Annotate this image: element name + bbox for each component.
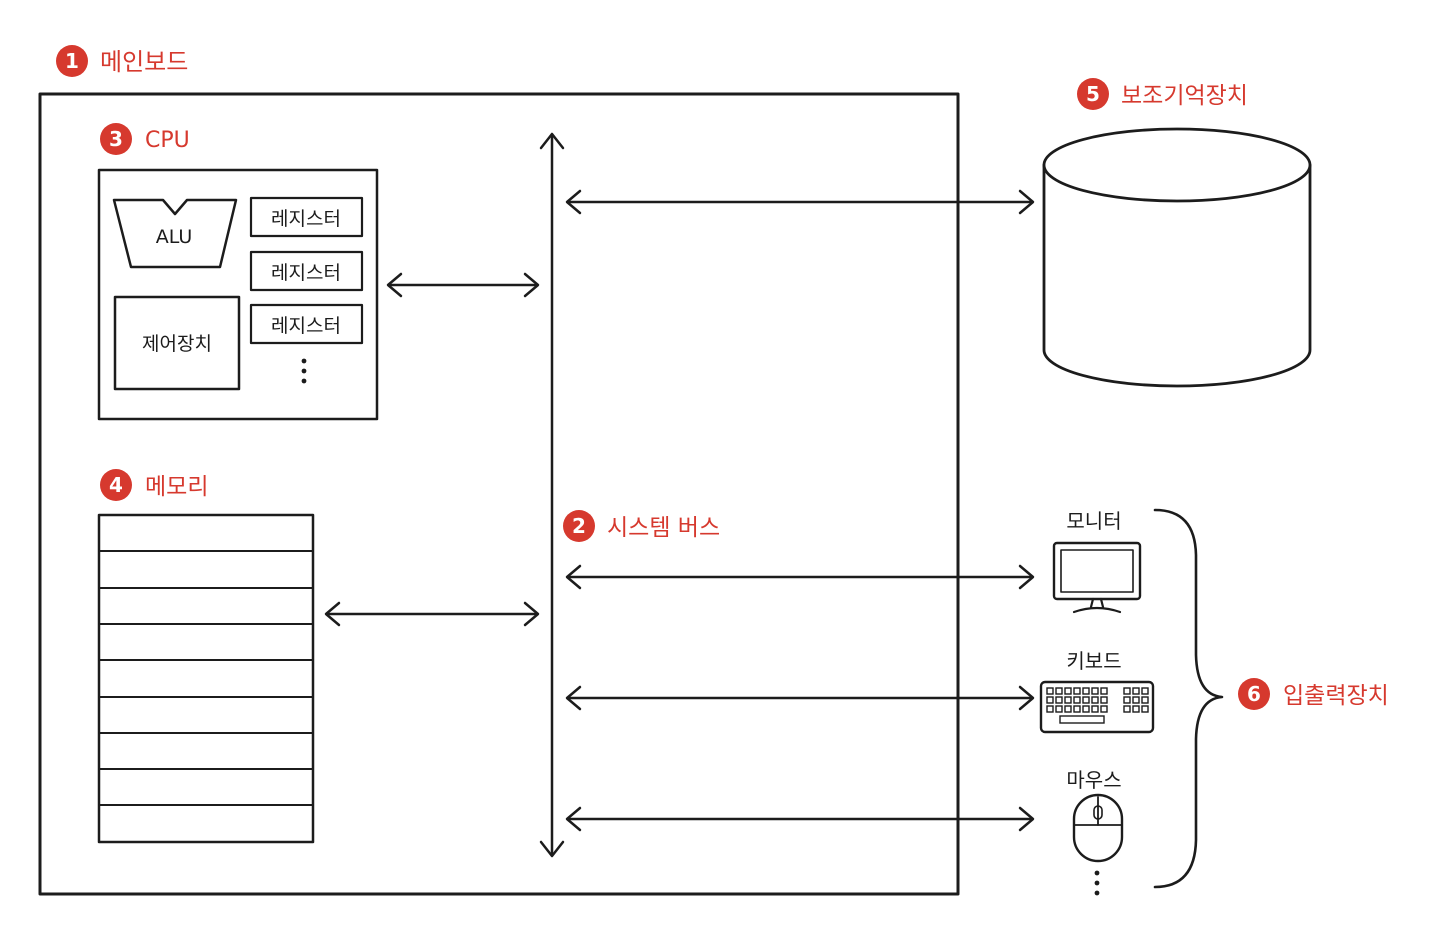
control-unit-label: 제어장치 [142, 333, 212, 355]
cpu-label: 3 CPU [100, 123, 190, 155]
bus-arrowhead-down [539, 840, 565, 858]
register-box [249, 250, 364, 292]
monitor-label: 모니터 [1066, 509, 1121, 533]
system-bus-number-badge [563, 510, 595, 542]
cpu-bus-arrow [386, 272, 540, 298]
mouse-device: 마우스 [1066, 768, 1124, 863]
more-devices-ellipsis [1094, 870, 1100, 896]
alu-shape [112, 198, 238, 269]
keyboard-icon [1039, 680, 1155, 734]
secondary-storage-number-badge [1077, 78, 1109, 110]
mouse-bus-arrow [565, 806, 1035, 832]
memory-number: 4 [109, 473, 123, 497]
keyboard-device: 키보드 [1039, 649, 1155, 734]
io-devices-title: 입출력장치 [1283, 683, 1389, 709]
monitor-bus-arrow [565, 564, 1035, 590]
control-unit: 제어장치 [113, 295, 241, 391]
system-bus-label: 2 시스템 버스 [563, 510, 720, 542]
memory-box [97, 513, 315, 844]
register-label: 레지스터 [271, 315, 341, 337]
mainboard-number: 1 [65, 49, 79, 73]
secondary-storage-number: 5 [1086, 82, 1100, 106]
register-1: 레지스터 [249, 196, 364, 238]
system-bus-title: 시스템 버스 [607, 515, 720, 541]
register-box [249, 196, 364, 238]
secondary-storage-label: 5 보조기억장치 [1077, 78, 1248, 110]
alu: ALU [112, 198, 238, 269]
memory-label: 4 메모리 [100, 469, 208, 501]
storage-cylinder-icon [1042, 127, 1312, 388]
keyboard-bus-arrow [565, 685, 1035, 711]
io-devices-brace [1153, 508, 1224, 889]
io-devices-number: 6 [1247, 682, 1261, 706]
register-label: 레지스터 [271, 208, 341, 230]
register-2: 레지스터 [249, 250, 364, 292]
mouse-icon [1072, 793, 1124, 863]
io-devices-label: 6 입출력장치 [1238, 678, 1389, 710]
mainboard-number-badge [56, 45, 88, 77]
mouse-label: 마우스 [1066, 768, 1121, 792]
io-devices-number-badge [1238, 678, 1270, 710]
secondary-storage-title: 보조기억장치 [1121, 83, 1248, 109]
mainboard-label: 1 메인보드 [56, 45, 188, 77]
register-box [249, 303, 364, 345]
storage-bus-arrow [565, 189, 1035, 215]
cpu-number: 3 [109, 127, 123, 151]
system-bus-number: 2 [572, 514, 586, 538]
monitor-device: 모니터 [1052, 509, 1142, 614]
cpu-box [97, 168, 379, 421]
system-bus-line [539, 132, 565, 858]
memory-bus-arrow [324, 601, 540, 627]
mainboard-title: 메인보드 [100, 48, 188, 76]
keyboard-label: 키보드 [1066, 649, 1121, 673]
mainboard-box [38, 92, 960, 896]
cpu-number-badge [100, 123, 132, 155]
memory-title: 메모리 [145, 474, 208, 500]
bus-arrowhead-up [539, 132, 565, 150]
alu-label: ALU [156, 226, 193, 248]
register-label: 레지스터 [271, 262, 341, 284]
register-3: 레지스터 [249, 303, 364, 345]
register-more-ellipsis [301, 358, 307, 384]
monitor-icon [1052, 541, 1142, 614]
cpu-title: CPU [145, 128, 190, 153]
control-unit-box [113, 295, 241, 391]
memory-number-badge [100, 469, 132, 501]
memory-block [97, 513, 315, 844]
